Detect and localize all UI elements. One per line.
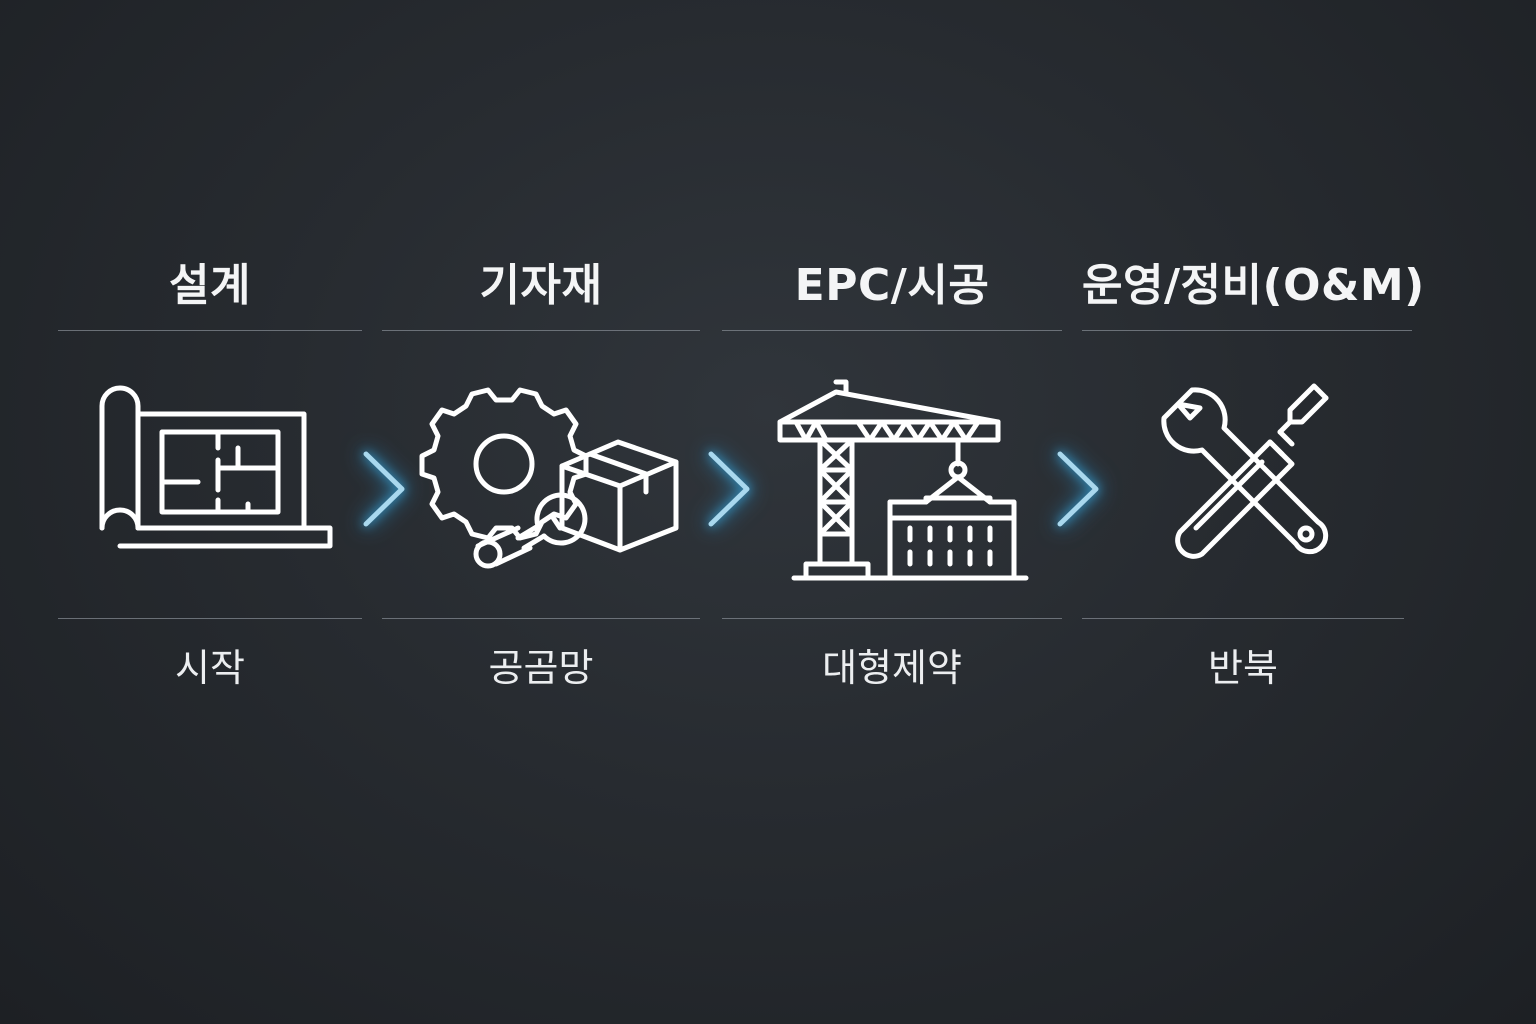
step-3-top-divider [722, 330, 1062, 331]
chevron-right-icon [1052, 448, 1102, 530]
step-2-subtitle: 공곰망 [488, 646, 594, 690]
step-1-bottom-divider [58, 618, 362, 619]
step-1-subtitle: 시작 [175, 646, 245, 690]
step-4-subtitle: 반북 [1208, 646, 1278, 690]
step-4-top-divider [1082, 330, 1412, 331]
step-3-title: EPC/시공 [794, 260, 990, 311]
step-2-title: 기자재 [479, 260, 603, 311]
wrench-screwdriver-icon [1150, 378, 1340, 583]
step-3-subtitle: 대형제약 [822, 646, 962, 690]
gear-box-wrench-icon [419, 378, 682, 583]
chevron-right-icon [358, 448, 408, 530]
step-4-bottom-divider [1082, 618, 1404, 619]
step-1-title: 설계 [169, 260, 251, 311]
step-2-top-divider [382, 330, 700, 331]
step-4-title: 운영/정비(O&M) [1082, 260, 1425, 311]
step-1-top-divider [58, 330, 362, 331]
blueprint-icon [98, 378, 338, 583]
step-2-bottom-divider [382, 618, 700, 619]
crane-building-icon [776, 378, 1030, 583]
chevron-right-icon [703, 448, 753, 530]
step-3-bottom-divider [722, 618, 1062, 619]
